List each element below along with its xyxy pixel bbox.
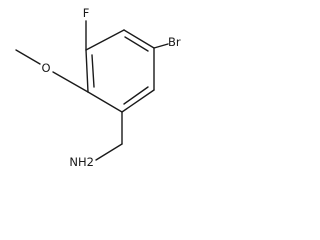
aromatic-inner-bond-3: [91, 54, 95, 88]
bond-methoxy-methyl: [15, 49, 41, 65]
fluorine-label: F: [83, 6, 90, 20]
ring-bond-c4-c5: [121, 89, 155, 113]
amine-text: NH2: [69, 155, 94, 169]
chemical-structure: F O Br NH2: [15, 6, 181, 169]
oxygen-label: O: [41, 61, 50, 75]
ring-bond-c2-c3: [123, 29, 155, 49]
atom-labels: F O Br NH2: [41, 6, 180, 169]
ring-bond-c5-c6: [87, 91, 123, 113]
bond-to-methoxy-oxygen: [52, 71, 89, 93]
aromatic-inner-bond-2: [123, 86, 149, 105]
aromatic-inner-bond-1: [124, 36, 149, 52]
bond-ch2-to-amine: [95, 143, 123, 161]
substituent-bonds: [15, 20, 169, 161]
bromine-label: Br: [168, 35, 181, 49]
benzene-ring: [85, 29, 155, 113]
amine-label: NH2: [69, 155, 94, 169]
bond-to-bromine: [153, 43, 169, 49]
ring-bond-c6-c1: [85, 49, 89, 93]
ring-bond-c1-c2: [85, 29, 125, 51]
